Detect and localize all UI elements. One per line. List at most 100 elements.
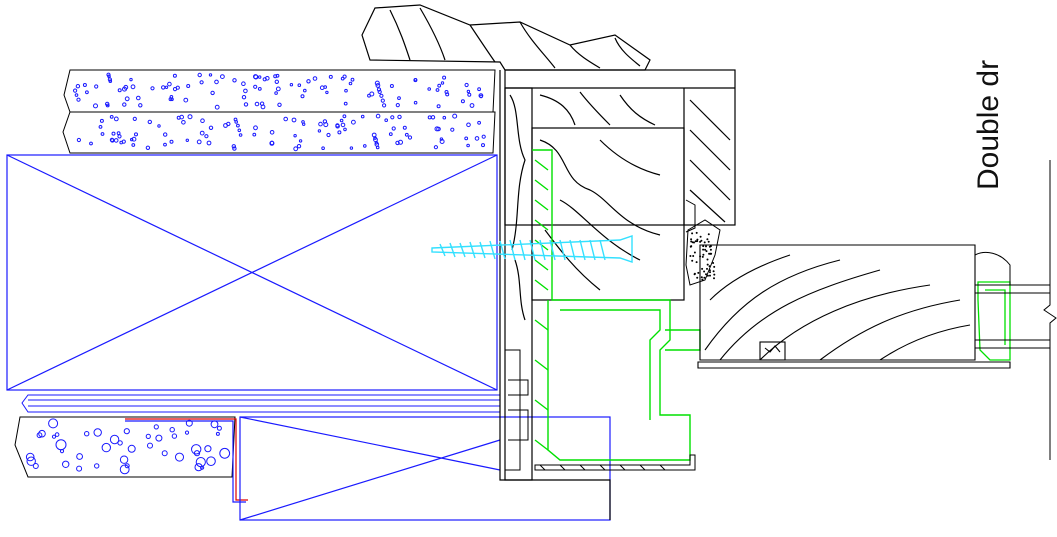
insulation-dot (241, 95, 247, 100)
insulation-dot (145, 145, 151, 151)
insulation-dot (325, 90, 329, 95)
insulation-dot (130, 84, 136, 90)
gasket-dot (700, 239, 703, 242)
insulation-dot (450, 127, 455, 132)
insulation-dot (328, 74, 333, 79)
insulation-dot (181, 120, 186, 125)
gasket-dot (708, 269, 711, 272)
insulation-dot (134, 132, 138, 137)
insulation-dot (317, 129, 322, 133)
lower-insulation-dots (25, 418, 231, 475)
insulation-dot (153, 424, 159, 430)
insulation-dot (404, 132, 409, 137)
insulation-dot (163, 132, 168, 137)
insulation-dot (238, 133, 243, 137)
insulation-dot (306, 79, 311, 84)
insulation-dot (76, 97, 81, 102)
gasket-dot (705, 250, 708, 253)
insulation-dot (262, 77, 267, 82)
insulation-dot (275, 73, 280, 78)
gasket-dot (699, 240, 702, 243)
insulation-dot (390, 115, 395, 120)
insulation-dot (323, 85, 328, 89)
gasket-dot (706, 238, 709, 241)
insulation-dot (273, 74, 278, 79)
insulation-dot (407, 135, 413, 140)
insulation-dot (374, 80, 380, 86)
insulation-dot (214, 79, 219, 85)
insulation-dot (469, 103, 475, 108)
gasket-dot (696, 238, 699, 241)
insulation-dot (191, 444, 202, 455)
insulation-dot (277, 102, 282, 108)
insulation-dot (185, 138, 190, 143)
insulation-dot (274, 79, 279, 85)
insulation-dot (175, 452, 184, 462)
insulation-dot (481, 143, 485, 148)
insulation-dot (196, 139, 202, 145)
insulation-dot (436, 104, 441, 109)
insulation-dot (76, 453, 83, 460)
insulation-dot (257, 87, 262, 91)
insulation-dot (155, 434, 163, 442)
insulation-dot (253, 125, 258, 131)
insulation-dot (175, 85, 180, 90)
insulation-dot (234, 120, 238, 124)
insulation-dot (477, 120, 482, 125)
insulation-dot (74, 93, 79, 97)
insulation-dot (116, 131, 121, 136)
insulation-dot (179, 114, 184, 120)
insulation-dot (466, 143, 470, 148)
insulation-dot (302, 122, 306, 126)
insulation-dot (395, 140, 400, 146)
insulation-dot (131, 136, 137, 142)
insulation-dot (380, 98, 385, 103)
insulation-dot (105, 103, 110, 108)
insulation-dot (343, 101, 348, 106)
insulation-dot (467, 92, 472, 97)
gasket-dot (702, 248, 705, 251)
insulation-dot (73, 88, 78, 93)
gasket-dot (690, 238, 693, 241)
insulation-dot (220, 74, 225, 79)
insulation-dot (117, 134, 122, 139)
insulation-dot (132, 116, 137, 122)
insulation-dot (231, 144, 237, 149)
insulation-dot (289, 83, 294, 87)
insulation-dot (243, 102, 249, 107)
gasket-dot (691, 259, 694, 262)
insulation-dot (208, 125, 214, 131)
insulation-dot (161, 85, 166, 90)
insulation-dot (452, 113, 458, 119)
insulation-dot (318, 121, 323, 127)
insulation-dot (312, 76, 318, 81)
insulation-dot (427, 115, 432, 120)
insulation-dot (413, 100, 418, 105)
insulation-dot (168, 97, 173, 102)
insulation-dot (170, 97, 174, 102)
insulation-dot (460, 99, 465, 104)
insulation-dot (466, 89, 471, 94)
top-insulation-dots (73, 72, 486, 152)
insulation-dot (131, 143, 136, 147)
insulation-dot (210, 90, 215, 96)
insulation-dot (269, 130, 275, 135)
insulation-dot (340, 122, 346, 128)
gasket-dot (706, 258, 709, 261)
insulation-dot (464, 136, 469, 141)
insulation-dot (38, 429, 46, 438)
gasket-dot (695, 261, 698, 264)
insulation-dot (109, 434, 120, 445)
insulation-dot (348, 81, 353, 86)
insulation-dot (138, 103, 143, 108)
insulation-dot (48, 418, 59, 429)
gasket-dot (689, 245, 692, 248)
insulation-dot (375, 83, 381, 88)
left-channel (505, 349, 529, 471)
gasket-dot (712, 262, 715, 264)
gasket-dot (702, 253, 705, 256)
insulation-dot (321, 146, 325, 150)
insulation-dot (122, 102, 127, 107)
gasket-dot (700, 276, 703, 279)
insulation-dot (232, 146, 237, 151)
